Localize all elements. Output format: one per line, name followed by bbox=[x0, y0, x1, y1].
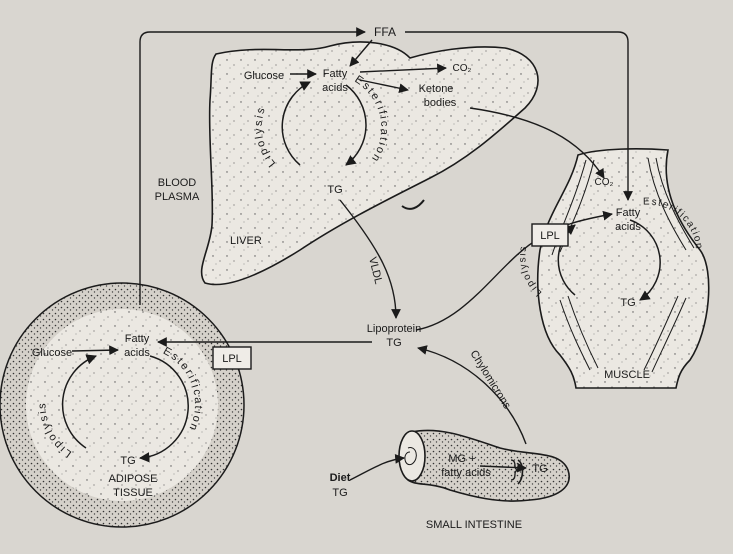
muscle-label: MUSCLE bbox=[604, 369, 650, 381]
lipoprotein-tg-label: TG bbox=[386, 337, 401, 349]
liver-fatty-label: Fatty bbox=[323, 68, 348, 80]
tissue-label: TISSUE bbox=[113, 487, 153, 499]
lpl-adipose-label: LPL bbox=[222, 353, 242, 365]
lipoprotein-label: Lipoprotein bbox=[367, 323, 421, 335]
ffa-label: FFA bbox=[374, 25, 396, 39]
bodies-label: bodies bbox=[424, 97, 457, 109]
adipose-tg-label: TG bbox=[120, 455, 135, 467]
diet-tg-label: TG bbox=[332, 487, 347, 499]
mg-plus-label: MG + bbox=[448, 453, 475, 465]
intestine-fatty-acids-label: fatty acids bbox=[441, 467, 491, 479]
liver-label: LIVER bbox=[230, 235, 262, 247]
liver-tg-label: TG bbox=[327, 184, 342, 196]
muscle-tg-label: TG bbox=[620, 297, 635, 309]
lpl-muscle-label: LPL bbox=[540, 230, 560, 242]
adipose-label: ADIPOSE bbox=[109, 473, 158, 485]
diet-label: Diet bbox=[330, 472, 351, 484]
adipose-acids-label: acids bbox=[124, 347, 150, 359]
liver-acids-label: acids bbox=[322, 82, 348, 94]
muscle-co2-label: CO₂ bbox=[595, 177, 614, 188]
intestine-tg-label: TG bbox=[532, 463, 547, 475]
muscle-acids-label: acids bbox=[615, 221, 641, 233]
liver-co2-label: CO₂ bbox=[453, 63, 472, 74]
blood-label: BLOOD bbox=[158, 177, 197, 189]
plasma-label: PLASMA bbox=[155, 191, 200, 203]
ketone-label: Ketone bbox=[419, 83, 454, 95]
small-intestine-label: SMALL INTESTINE bbox=[426, 519, 522, 531]
adipose-glucose-label: Glucose bbox=[32, 347, 72, 359]
muscle-fatty-label: Fatty bbox=[616, 207, 641, 219]
liver-glucose-label: Glucose bbox=[244, 70, 284, 82]
adipose-fatty-label: Fatty bbox=[125, 333, 150, 345]
